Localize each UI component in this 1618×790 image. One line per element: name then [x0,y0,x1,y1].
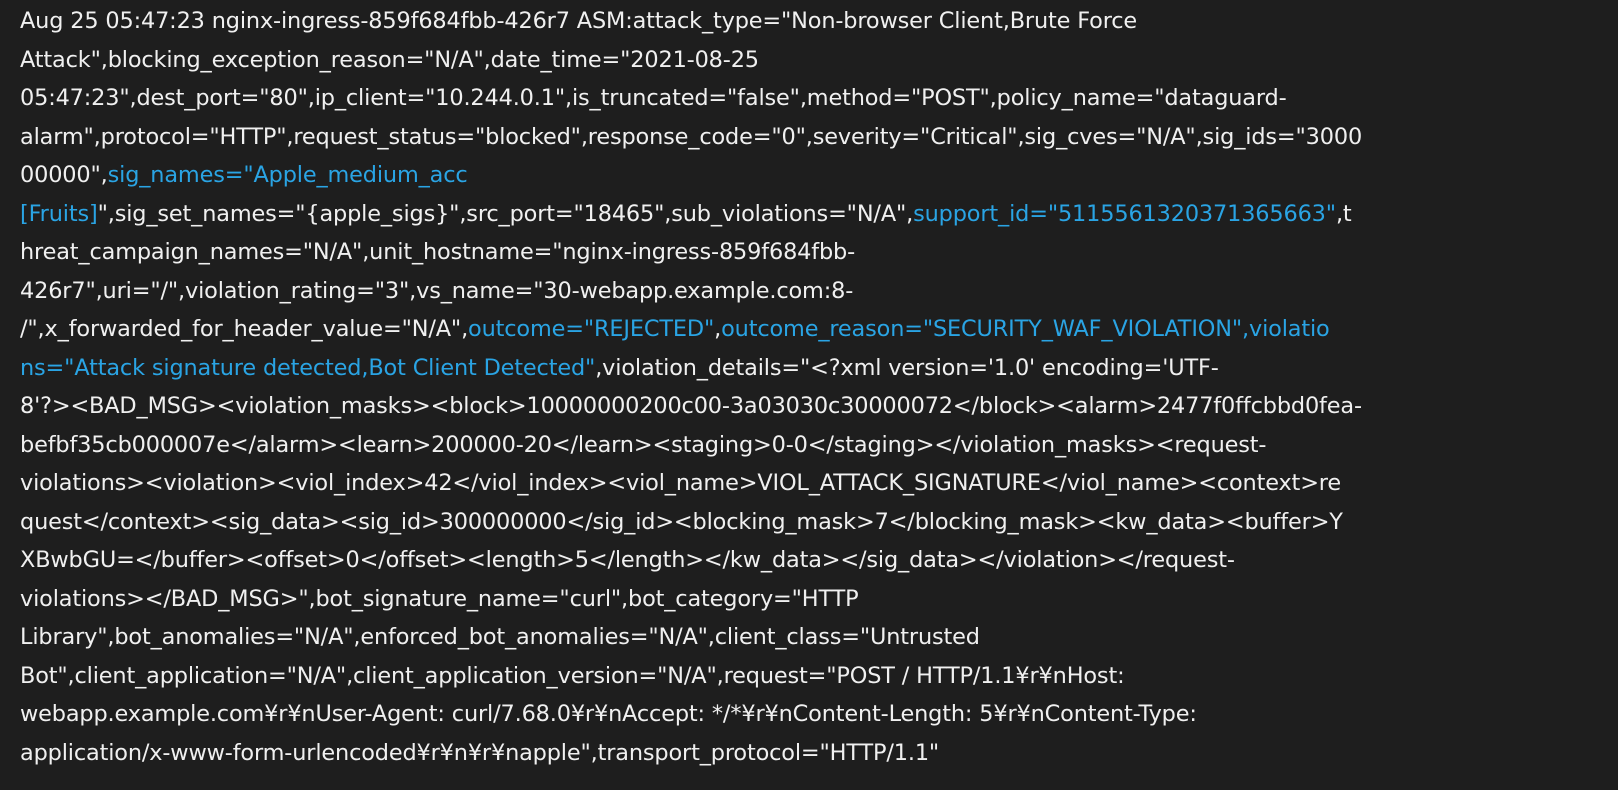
log-highlight-segment: sig_names="Apple_medium_acc [107,162,468,188]
log-line: Library",bot_anomalies="N/A",enforced_bo… [20,618,1618,657]
log-text-segment: ,t [1335,200,1352,227]
log-line: alarm",protocol="HTTP",request_status="b… [20,118,1618,157]
log-highlight-segment: support_id="5115561320371365663" [913,200,1336,227]
log-line: quest</context><sig_data><sig_id>3000000… [20,503,1618,542]
log-text-segment: 8'?><BAD_MSG><violation_masks><block>100… [20,393,1362,419]
log-line: [Fruits]",sig_set_names="{apple_sigs}",s… [20,195,1618,234]
log-text-segment: ",sig_set_names="{apple_sigs}",src_port=… [97,200,914,227]
log-text-segment: webapp.example.com¥r¥nUser-Agent: curl/7… [20,701,1197,727]
log-text-segment: ,violation_details="<?xml version='1.0' … [595,354,1219,381]
log-text-segment: Aug 25 05:47:23 nginx-ingress-859f684fbb… [20,8,1138,34]
log-text-segment: hreat_campaign_names="N/A",unit_hostname… [20,239,856,265]
log-text-segment: XBwbGU=</buffer><offset>0</offset><lengt… [20,547,1235,573]
log-text-segment: 426r7",uri="/",violation_rating="3",vs_n… [20,277,854,304]
log-line: hreat_campaign_names="N/A",unit_hostname… [20,233,1618,272]
log-text-segment: , [714,316,722,342]
log-line: befbf35cb000007e</alarm><learn>200000-20… [20,426,1618,465]
log-text-segment: /",x_forwarded_for_header_value="N/A", [20,316,469,342]
log-text-segment: quest</context><sig_data><sig_id>3000000… [20,508,1343,535]
log-text-segment: violations><violation><viol_index>42</vi… [20,470,1341,496]
log-line: ns="Attack signature detected,Bot Client… [20,349,1618,388]
log-highlight-segment: ns="Attack signature detected,Bot Client… [20,354,596,381]
log-line: violations></BAD_MSG>",bot_signature_nam… [20,580,1618,619]
log-line: Attack",blocking_exception_reason="N/A",… [20,41,1618,80]
log-line: Bot",client_application="N/A",client_app… [20,657,1618,696]
log-text-segment: application/x-www-form-urlencoded¥r¥n¥r¥… [20,739,940,766]
log-highlight-segment: [Fruits] [20,200,98,227]
log-highlight-segment: outcome_reason="SECURITY_WAF_VIOLATION",… [721,316,1330,342]
log-text-segment: Library",bot_anomalies="N/A",enforced_bo… [20,624,980,650]
log-text-segment: alarm",protocol="HTTP",request_status="b… [20,123,1363,150]
log-text-segment: befbf35cb000007e</alarm><learn>200000-20… [20,431,1267,458]
log-line: application/x-www-form-urlencoded¥r¥n¥r¥… [20,734,1618,773]
log-text-segment: Bot",client_application="N/A",client_app… [20,662,1125,689]
log-highlight-segment: outcome="REJECTED" [468,316,715,342]
log-line: 00000",sig_names="Apple_medium_acc [20,156,1618,195]
log-text-segment: 05:47:23",dest_port="80",ip_client="10.2… [20,85,1287,111]
log-line: 426r7",uri="/",violation_rating="3",vs_n… [20,272,1618,311]
log-text-segment: Attack",blocking_exception_reason="N/A",… [20,46,759,73]
log-line: Aug 25 05:47:23 nginx-ingress-859f684fbb… [20,2,1618,41]
log-line: 8'?><BAD_MSG><violation_masks><block>100… [20,387,1618,426]
log-line: /",x_forwarded_for_header_value="N/A",ou… [20,310,1618,349]
log-line: 05:47:23",dest_port="80",ip_client="10.2… [20,79,1618,118]
log-text-segment: 00000", [20,162,108,188]
log-text-segment: violations></BAD_MSG>",bot_signature_nam… [20,585,859,612]
log-line: XBwbGU=</buffer><offset>0</offset><lengt… [20,541,1618,580]
log-line: webapp.example.com¥r¥nUser-Agent: curl/7… [20,695,1618,734]
log-line: violations><violation><viol_index>42</vi… [20,464,1618,503]
